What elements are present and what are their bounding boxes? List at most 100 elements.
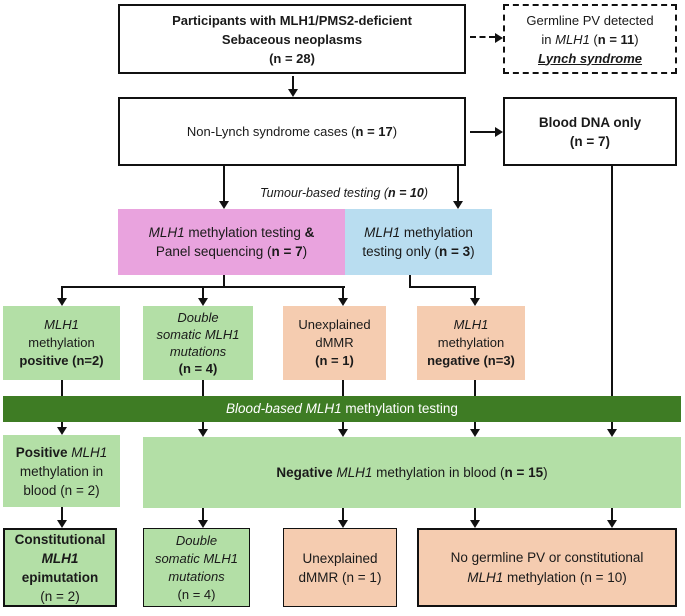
count-segment: n = 15 [504,464,544,480]
count-segment: n = 10 [388,186,424,200]
count-line: blood (n = 2) [23,482,100,498]
count-segment: n = 7 [271,244,303,259]
text-segment: Negative [276,464,337,480]
text-line: dMMR [315,335,354,350]
arrow-head [607,429,617,437]
connector-line [457,166,459,202]
connector-line [474,380,476,396]
text-segment: ( [589,31,598,47]
gene-name: MLH1 [336,464,373,480]
box-no-germline-pv: No germline PV or constitutional MLH1 me… [417,528,677,607]
box-methylation-and-panel: MLH1 methylation testing & Panel sequenc… [118,209,345,275]
count-line: (n = 2) [40,588,80,604]
box-blood-dna-line1: Blood DNA only [538,114,642,130]
text-line: mutations [169,344,227,359]
box-lynch-line1: Germline PV detected [526,12,654,28]
box-lynch-syndrome: Germline PV detected in MLH1 (n = 11) Ly… [503,4,677,74]
text-line: methylation [437,335,505,350]
connector-line [611,166,613,396]
box-non-lynch: Non-Lynch syndrome cases (n = 17) [118,97,466,166]
arrow-head [198,520,208,528]
text-segment: methylation [400,225,473,240]
connector-line [202,286,204,299]
count-line: dMMR (n = 1) [298,569,382,585]
box-negative-blood: Negative MLH1 methylation in blood (n = … [143,437,681,508]
arrow-head [288,89,298,97]
connector-line [61,507,63,521]
count-line: negative (n=3) [427,353,515,368]
connector-line-dashed [470,36,495,38]
text-segment: ) [392,123,398,139]
connector-line [342,380,344,396]
connector-line [223,166,225,202]
text-segment: Blood-based MLH1 [226,401,342,416]
connector-line [342,422,344,430]
arrow-head [470,298,480,306]
box-pink-line2: Panel sequencing (n = 7) [118,242,345,261]
count-segment: n = 11 [597,31,635,47]
gene-name: MLH1 [148,225,185,240]
banner-blood-based-testing: Blood-based MLH1 methylation testing [3,396,681,422]
text-line: Double [175,532,218,548]
box-blue-line2: testing only (n = 3) [345,242,492,261]
count-line: (n = 1) [315,353,354,368]
text-line: Double [177,310,219,325]
connector-line [474,286,476,299]
connector-line [470,131,495,133]
connector-line [202,380,204,396]
connector-line [611,422,613,430]
box-methylation-only: MLH1 methylation testing only (n = 3) [345,209,492,275]
box-posblood-line1: Positive MLH1 [3,443,120,462]
box-blue-line1: MLH1 methylation [345,223,492,242]
arrow-head [198,298,208,306]
text-line: No germline PV or constitutional [450,549,644,565]
text-line: somatic MLH1 [154,550,239,566]
arrow-head [57,298,67,306]
text-segment: Positive [15,444,72,460]
box-unexplained-dmmr: Unexplained dMMR (n = 1) [283,306,386,380]
box-unexplained-dmmr-final: Unexplained dMMR (n = 1) [283,528,397,607]
box-blood-dna-only: Blood DNA only (n = 7) [503,97,677,166]
text-segment: & [304,225,315,240]
text-segment: ) [302,244,308,259]
connector-line [202,422,204,430]
text-line: epimutation [21,569,99,585]
arrow-head [495,127,503,137]
count-line: (n = 4) [178,361,218,376]
connector-line [292,76,294,90]
count-line: (n = 4) [177,586,216,602]
text-segment: ) [634,31,639,47]
connector-line [61,422,63,428]
connector-line [202,508,204,521]
gene-name: MLH1 [44,317,79,332]
gene-name: MLH1 [71,444,108,460]
box-positive-blood: Positive MLH1 methylation in blood (n = … [3,435,120,507]
gene-name: MLH1 [41,550,79,566]
text-line: Constitutional [14,531,106,547]
arrow-head [57,520,67,528]
connector-line [61,380,63,396]
text-segment: Non-Lynch syndrome cases ( [186,123,356,139]
text-line: Unexplained [302,550,378,566]
gene-name: MLH1 [467,569,504,585]
box-blood-dna-count: (n = 7) [569,133,611,149]
gene-name: MLH1 [555,31,590,47]
connector-line [611,508,613,521]
connector-line [474,508,476,521]
arrow-head [470,520,480,528]
text-line: mutations [168,568,225,584]
text-line: somatic MLH1 [156,327,240,342]
box-methylation-positive: MLH1 methylation positive (n=2) [3,306,120,380]
box-lynch-label: Lynch syndrome [537,50,643,66]
box-participants: Participants with MLH1/PMS2-deficient Se… [118,4,466,74]
text-line: methylation in [19,463,104,479]
count-segment: n = 3 [438,244,471,259]
text-segment: ) [423,186,429,200]
text-segment: Tumour-based testing ( [259,186,389,200]
box-pink-line1: MLH1 methylation testing & [118,223,345,242]
arrow-head [338,298,348,306]
connector-line [474,422,476,430]
connector-line [342,508,344,521]
label-tumour-based-testing: Tumour-based testing (n = 10) [230,186,458,200]
